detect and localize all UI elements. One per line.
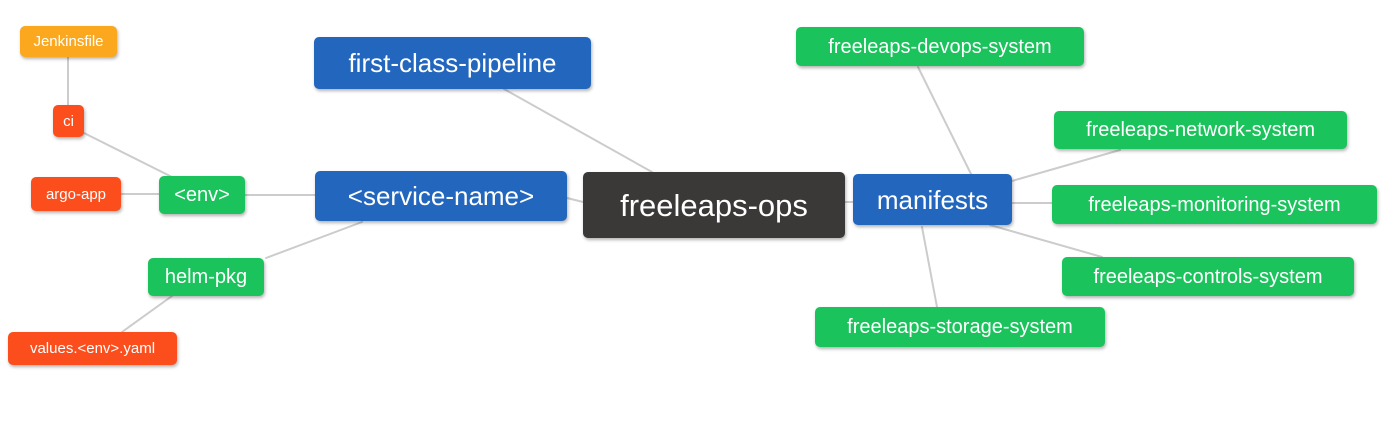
node-argo-app[interactable]: argo-app — [31, 177, 121, 211]
edge-ci-env — [83, 132, 173, 178]
node-first-class-pipeline[interactable]: first-class-pipeline — [314, 37, 591, 89]
node-manifests[interactable]: manifests — [853, 174, 1012, 225]
edge-service-name-freeleaps-ops — [566, 197, 584, 203]
edge-freeleaps-devops-system-manifests — [917, 66, 972, 175]
node-freeleaps-network-system[interactable]: freeleaps-network-system — [1054, 111, 1347, 149]
node-service-name[interactable]: <service-name> — [315, 171, 567, 221]
edge-helm-pkg-service-name — [265, 221, 363, 259]
node-freeleaps-ops[interactable]: freeleaps-ops — [583, 172, 845, 238]
node-values-env-yaml[interactable]: values.<env>.yaml — [8, 332, 177, 365]
edge-manifests-freeleaps-network-system — [1011, 149, 1121, 182]
node-helm-pkg[interactable]: helm-pkg — [148, 258, 264, 296]
edge-values-env-yaml-helm-pkg — [121, 295, 173, 333]
edge-manifests-freeleaps-controls-system — [989, 224, 1103, 258]
node-freeleaps-storage-system[interactable]: freeleaps-storage-system — [815, 307, 1105, 347]
node-jenkinsfile[interactable]: Jenkinsfile — [20, 26, 117, 57]
edge-manifests-freeleaps-storage-system — [921, 226, 938, 308]
node-ci[interactable]: ci — [53, 105, 84, 137]
edge-first-class-pipeline-freeleaps-ops — [503, 88, 653, 173]
node-freeleaps-monitoring-system[interactable]: freeleaps-monitoring-system — [1052, 185, 1377, 224]
node-env[interactable]: <env> — [159, 176, 245, 214]
node-freeleaps-devops-system[interactable]: freeleaps-devops-system — [796, 27, 1084, 66]
node-freeleaps-controls-system[interactable]: freeleaps-controls-system — [1062, 257, 1354, 296]
